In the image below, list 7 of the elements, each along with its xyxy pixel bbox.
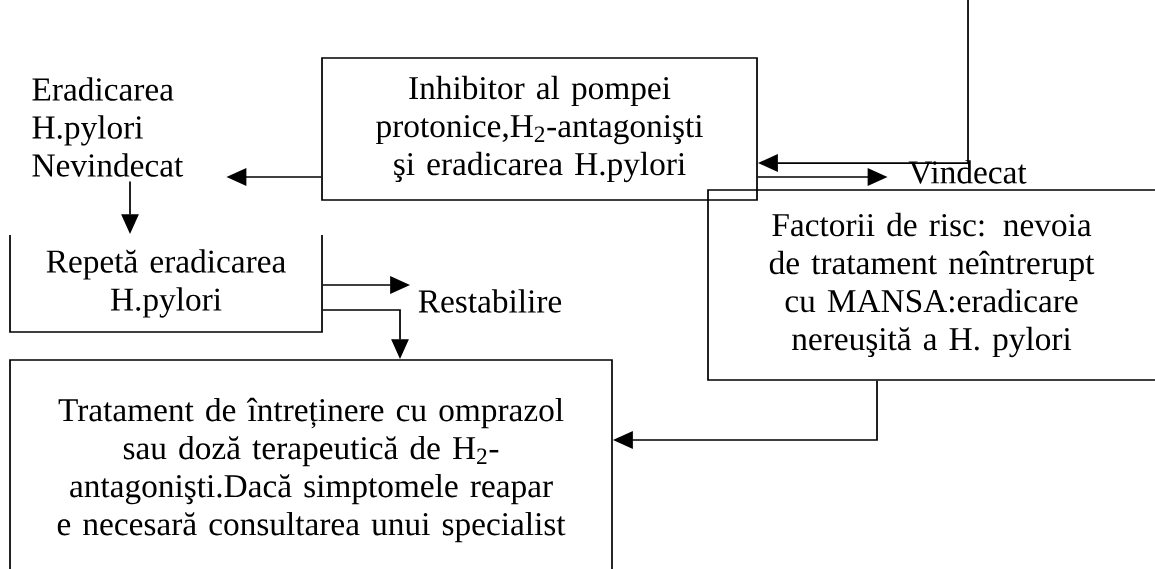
process-box: Inhibitor al pompei protonice,H$_{2}$-antagonişti şi eradicarea H.pylori [321,57,758,201]
text-label: Vindecat [908,160,1027,184]
process-box: Repetă eradicarea H.pylori [9,234,323,333]
text-label: Restabilire [418,289,562,313]
text-label: Eradicarea H.pylori Nevindecat [32,77,184,177]
process-box: Factorii de risc: nevoia de tratament neîntrerupt cu MANSA:eradicare nereuşită a H. pylori [707,189,1155,381]
process-box: Tratament de întreținere cu omprazol sau doză terapeutică de H$_{2}$-antagonişti.Dacă simptomele reapar e necesară consultarea unui specialist [9,359,613,569]
